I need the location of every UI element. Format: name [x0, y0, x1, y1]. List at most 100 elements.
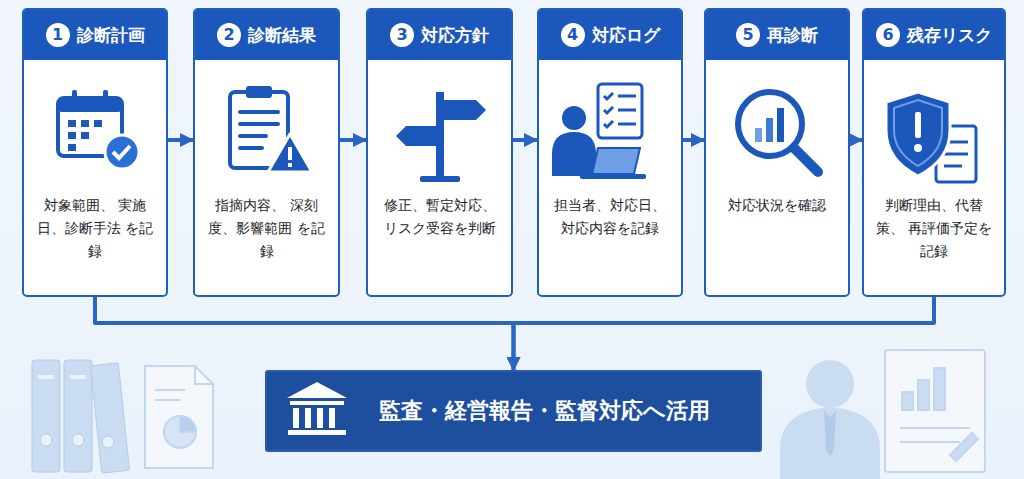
calendar-icon-part-part — [81, 132, 89, 139]
flow-arrow — [168, 138, 193, 142]
clipboard-warning-icon-part-part — [240, 110, 278, 114]
magnifier-icon-part — [755, 128, 762, 142]
binders-part — [40, 434, 52, 446]
outcome-box: 監査・経営報告・監督対応へ活用 — [265, 370, 762, 452]
calendar-icon-part — [58, 98, 122, 112]
person-silhouette — [780, 360, 880, 479]
operator-laptop-icon-part — [592, 148, 640, 174]
step-description: 修正、暫定対応、 リスク受容を判断 — [368, 194, 511, 240]
clipboard-warning-icon-part-part — [240, 134, 266, 138]
calendar-icon-part-part — [68, 132, 76, 139]
header-band: 6 残存リスク — [864, 10, 1004, 60]
binders-part — [90, 363, 129, 473]
shield-document-icon-part — [894, 100, 942, 166]
person-silhouette-part — [806, 360, 854, 408]
clipboard-warning-icon-part — [240, 112, 278, 148]
operator-laptop-icon-part-part — [618, 123, 636, 126]
step-number: 4 — [561, 23, 585, 47]
chart-document-part — [900, 427, 970, 429]
calendar-icon-part-part — [68, 144, 76, 151]
step-number: 5 — [736, 23, 760, 47]
flow-arrow — [513, 138, 537, 142]
step-description: 指摘内容、 深刻度、影響範囲 を記録 — [195, 194, 338, 263]
step-title: 再診断 — [767, 24, 818, 47]
calendar-icon-part — [103, 90, 108, 104]
institution-icon-part — [317, 408, 323, 428]
calendar-icon-part-part — [68, 120, 76, 127]
institution-icon-part — [305, 408, 311, 428]
binders-part — [102, 436, 114, 448]
report-document — [145, 366, 213, 468]
person-silhouette-part — [824, 410, 836, 456]
operator-laptop-icon-part-part — [618, 109, 636, 112]
signpost-icon-part — [420, 176, 460, 182]
header-band: 5 再診断 — [706, 10, 848, 60]
process-box: 5再診断対応状況を確認 — [704, 8, 850, 297]
shield-document-icon-part — [915, 112, 921, 138]
operator-laptop-icon-part-part — [604, 107, 613, 113]
shield-document-icon-part — [886, 92, 950, 176]
process-box: 1診断計画対象範囲、 実施日、診断手法 を記録 — [22, 8, 168, 297]
clipboard-warning-icon-part — [268, 134, 312, 172]
operator-laptop-icon-part — [604, 93, 636, 127]
step-title: 診断結果 — [248, 24, 316, 47]
signpost-icon — [396, 92, 486, 182]
chart-document-part — [934, 368, 945, 410]
calendar-icon-part — [105, 135, 139, 169]
operator-laptop-icon-part — [598, 84, 642, 138]
binders-part — [38, 375, 54, 379]
step-description: 担当者、対応日、 対応内容を記録 — [539, 194, 681, 240]
signpost-icon-part — [440, 100, 486, 120]
calendar-icon-part-part — [94, 120, 102, 127]
report-document-part — [195, 366, 213, 384]
calendar-icon-part-part — [81, 120, 89, 127]
binders-part — [64, 360, 92, 472]
clipboard-warning-icon-part — [246, 86, 272, 98]
operator-laptop-icon-part — [580, 174, 646, 179]
process-box: 3 対応方針修正、暫定対応、 リスク受容を判断 — [366, 8, 513, 297]
magnifier-icon-part — [766, 118, 773, 142]
header-band: 4対応ログ — [539, 10, 681, 60]
flow-arrow — [95, 297, 514, 370]
clipboard-warning-icon-part — [288, 147, 292, 160]
binders-part — [70, 375, 86, 379]
calendar-icon — [58, 90, 139, 169]
operator-laptop-icon-part-part — [604, 93, 613, 99]
report-document-part — [145, 366, 213, 468]
shield-document-icon-part — [914, 144, 922, 152]
step-number: 6 — [876, 23, 900, 47]
clipboard-warning-icon-part-part — [240, 122, 278, 126]
calendar-icon-part — [113, 146, 130, 158]
box-fill — [537, 8, 683, 297]
flow-arrow — [850, 138, 862, 142]
header-band: 2診断結果 — [195, 10, 338, 60]
calendar-icon-part — [72, 90, 77, 104]
signpost-icon-part — [396, 126, 440, 146]
operator-laptop-icon — [552, 84, 646, 179]
step-number: 3 — [390, 23, 414, 47]
institution-icon-part — [288, 430, 346, 435]
chart-document-part — [950, 433, 978, 461]
outcome-text: 監査・経営報告・監督対応へ活用 — [379, 396, 710, 426]
calendar-icon-part — [68, 120, 102, 151]
flow-arrow — [514, 297, 935, 370]
magnifier-icon-part — [794, 148, 818, 172]
step-title: 対応方針 — [421, 24, 489, 47]
binders — [32, 360, 130, 473]
box-fill — [704, 8, 850, 297]
clipboard-warning-icon — [230, 86, 312, 172]
magnifier-icon — [738, 92, 818, 172]
operator-laptop-icon-part-part — [604, 121, 613, 127]
shield-document-icon-part-part — [944, 165, 962, 168]
step-description: 対象範囲、 実施日、診断手法 を記録 — [24, 194, 166, 263]
flow-arrow — [683, 138, 704, 142]
process-box: 4対応ログ担当者、対応日、 対応内容を記録 — [537, 8, 683, 297]
institution-icon-part — [293, 408, 299, 428]
step-title: 残存リスク — [907, 24, 992, 47]
process-box: 6残存リスク判断理由、代替策、 再評価予定を記録 — [862, 8, 1006, 297]
header-band: 3 対応方針 — [368, 10, 511, 60]
institution-icon-part — [290, 401, 344, 405]
connectors — [95, 140, 934, 370]
report-document-part — [155, 389, 185, 391]
report-document-part — [164, 416, 196, 448]
